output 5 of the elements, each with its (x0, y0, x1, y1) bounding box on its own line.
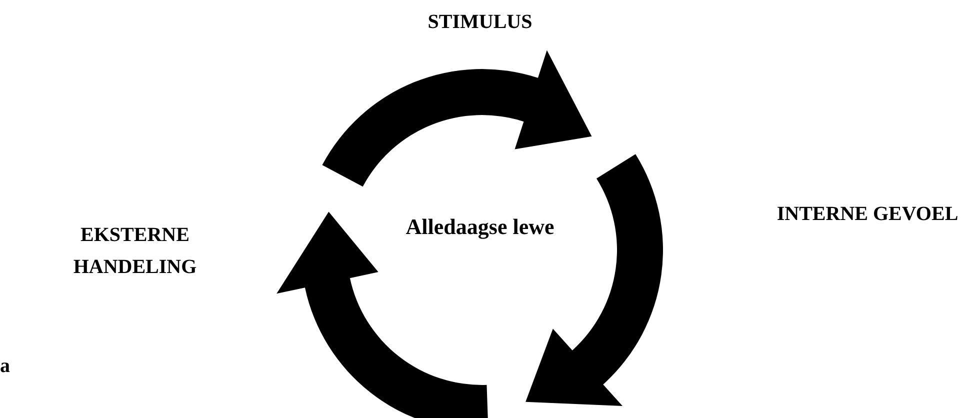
cycle-stage-label: EKSTERNE HANDELING (72, 223, 198, 280)
text-fragment: a (0, 354, 11, 379)
cycle-stage-label: INTERNE GEVOEL (776, 202, 960, 227)
cycle-stage-label: STIMULUS (426, 10, 534, 35)
center-label: Alledaagse lewe (404, 213, 556, 241)
